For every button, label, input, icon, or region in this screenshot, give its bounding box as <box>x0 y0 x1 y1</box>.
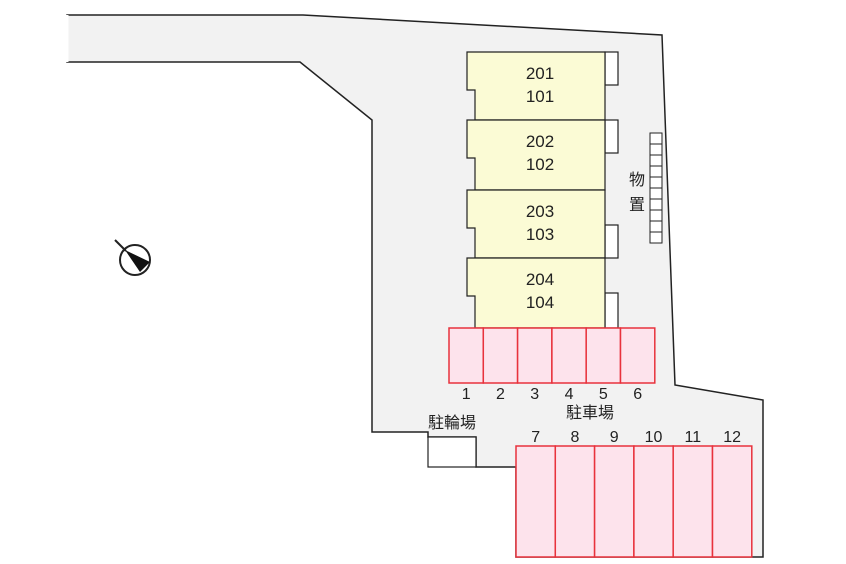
parking-space-11[interactable] <box>672 445 714 558</box>
unit-lower-number: 103 <box>526 225 554 244</box>
parking-space-number: 12 <box>723 429 741 446</box>
storage-cell <box>649 176 663 189</box>
parking-space-number: 3 <box>530 386 539 403</box>
parking-row-2: 7 8 9 10 11 12 <box>515 429 753 558</box>
storage-cell <box>649 143 663 156</box>
compass-north-icon <box>114 239 151 276</box>
apartment-building: 201 101 202 102 203 103 204 104 <box>466 51 619 329</box>
parking-space-number: 5 <box>599 386 608 403</box>
parking-space-number: 11 <box>685 429 702 446</box>
parking-space-number: 6 <box>633 386 642 403</box>
storage-cell <box>649 132 663 145</box>
unit-lower-number: 102 <box>526 155 554 174</box>
storage-label-2: 置 <box>629 195 645 214</box>
unit-103[interactable] <box>466 189 606 259</box>
unit-lower-number: 104 <box>526 293 554 312</box>
parking-row-1: 1 2 3 4 5 6 <box>448 327 656 403</box>
parking-label: 駐車場 <box>566 403 614 422</box>
bicycle-parking <box>427 436 477 468</box>
parking-space-7[interactable] <box>515 445 557 558</box>
parking-space-2[interactable] <box>482 327 519 384</box>
balcony <box>604 224 619 259</box>
parking-space-number: 10 <box>645 429 663 446</box>
unit-101[interactable] <box>466 51 606 121</box>
parking-space-10[interactable] <box>633 445 674 558</box>
unit-upper-number: 203 <box>526 202 554 221</box>
parking-space-6[interactable] <box>619 327 656 384</box>
parking-space-5[interactable] <box>585 327 622 384</box>
unit-lower-number: 101 <box>526 87 554 106</box>
unit-upper-number: 202 <box>526 132 554 151</box>
unit-upper-number: 204 <box>526 270 554 289</box>
balcony <box>604 51 619 86</box>
parking-space-4[interactable] <box>551 327 587 384</box>
parking-space-number: 8 <box>570 429 579 446</box>
parking-space-number: 1 <box>462 386 471 403</box>
parking-space-9[interactable] <box>593 445 635 558</box>
parking-space-number: 2 <box>496 386 505 403</box>
storage-cell <box>649 165 663 178</box>
parking-space-number: 7 <box>531 429 540 446</box>
balcony <box>604 119 619 154</box>
bicycle-parking-label: 駐輪場 <box>428 413 476 432</box>
balcony <box>604 292 619 329</box>
storage-cell <box>649 209 663 222</box>
parking-space-1[interactable] <box>448 327 485 384</box>
storage-label-1: 物 <box>629 170 645 189</box>
parking-space-3[interactable] <box>516 327 553 384</box>
storage-cell <box>649 220 663 233</box>
parking-space-12[interactable] <box>711 445 753 558</box>
parking-space-8[interactable] <box>554 445 596 558</box>
unit-upper-number: 201 <box>526 64 554 83</box>
storage-cell <box>649 231 663 244</box>
parking-space-number: 4 <box>565 386 574 403</box>
storage-cell <box>649 187 663 200</box>
storage-shed: 物 置 <box>629 132 663 244</box>
storage-cell <box>649 154 663 167</box>
parking-space-number: 9 <box>610 429 619 446</box>
storage-cell <box>649 198 663 211</box>
